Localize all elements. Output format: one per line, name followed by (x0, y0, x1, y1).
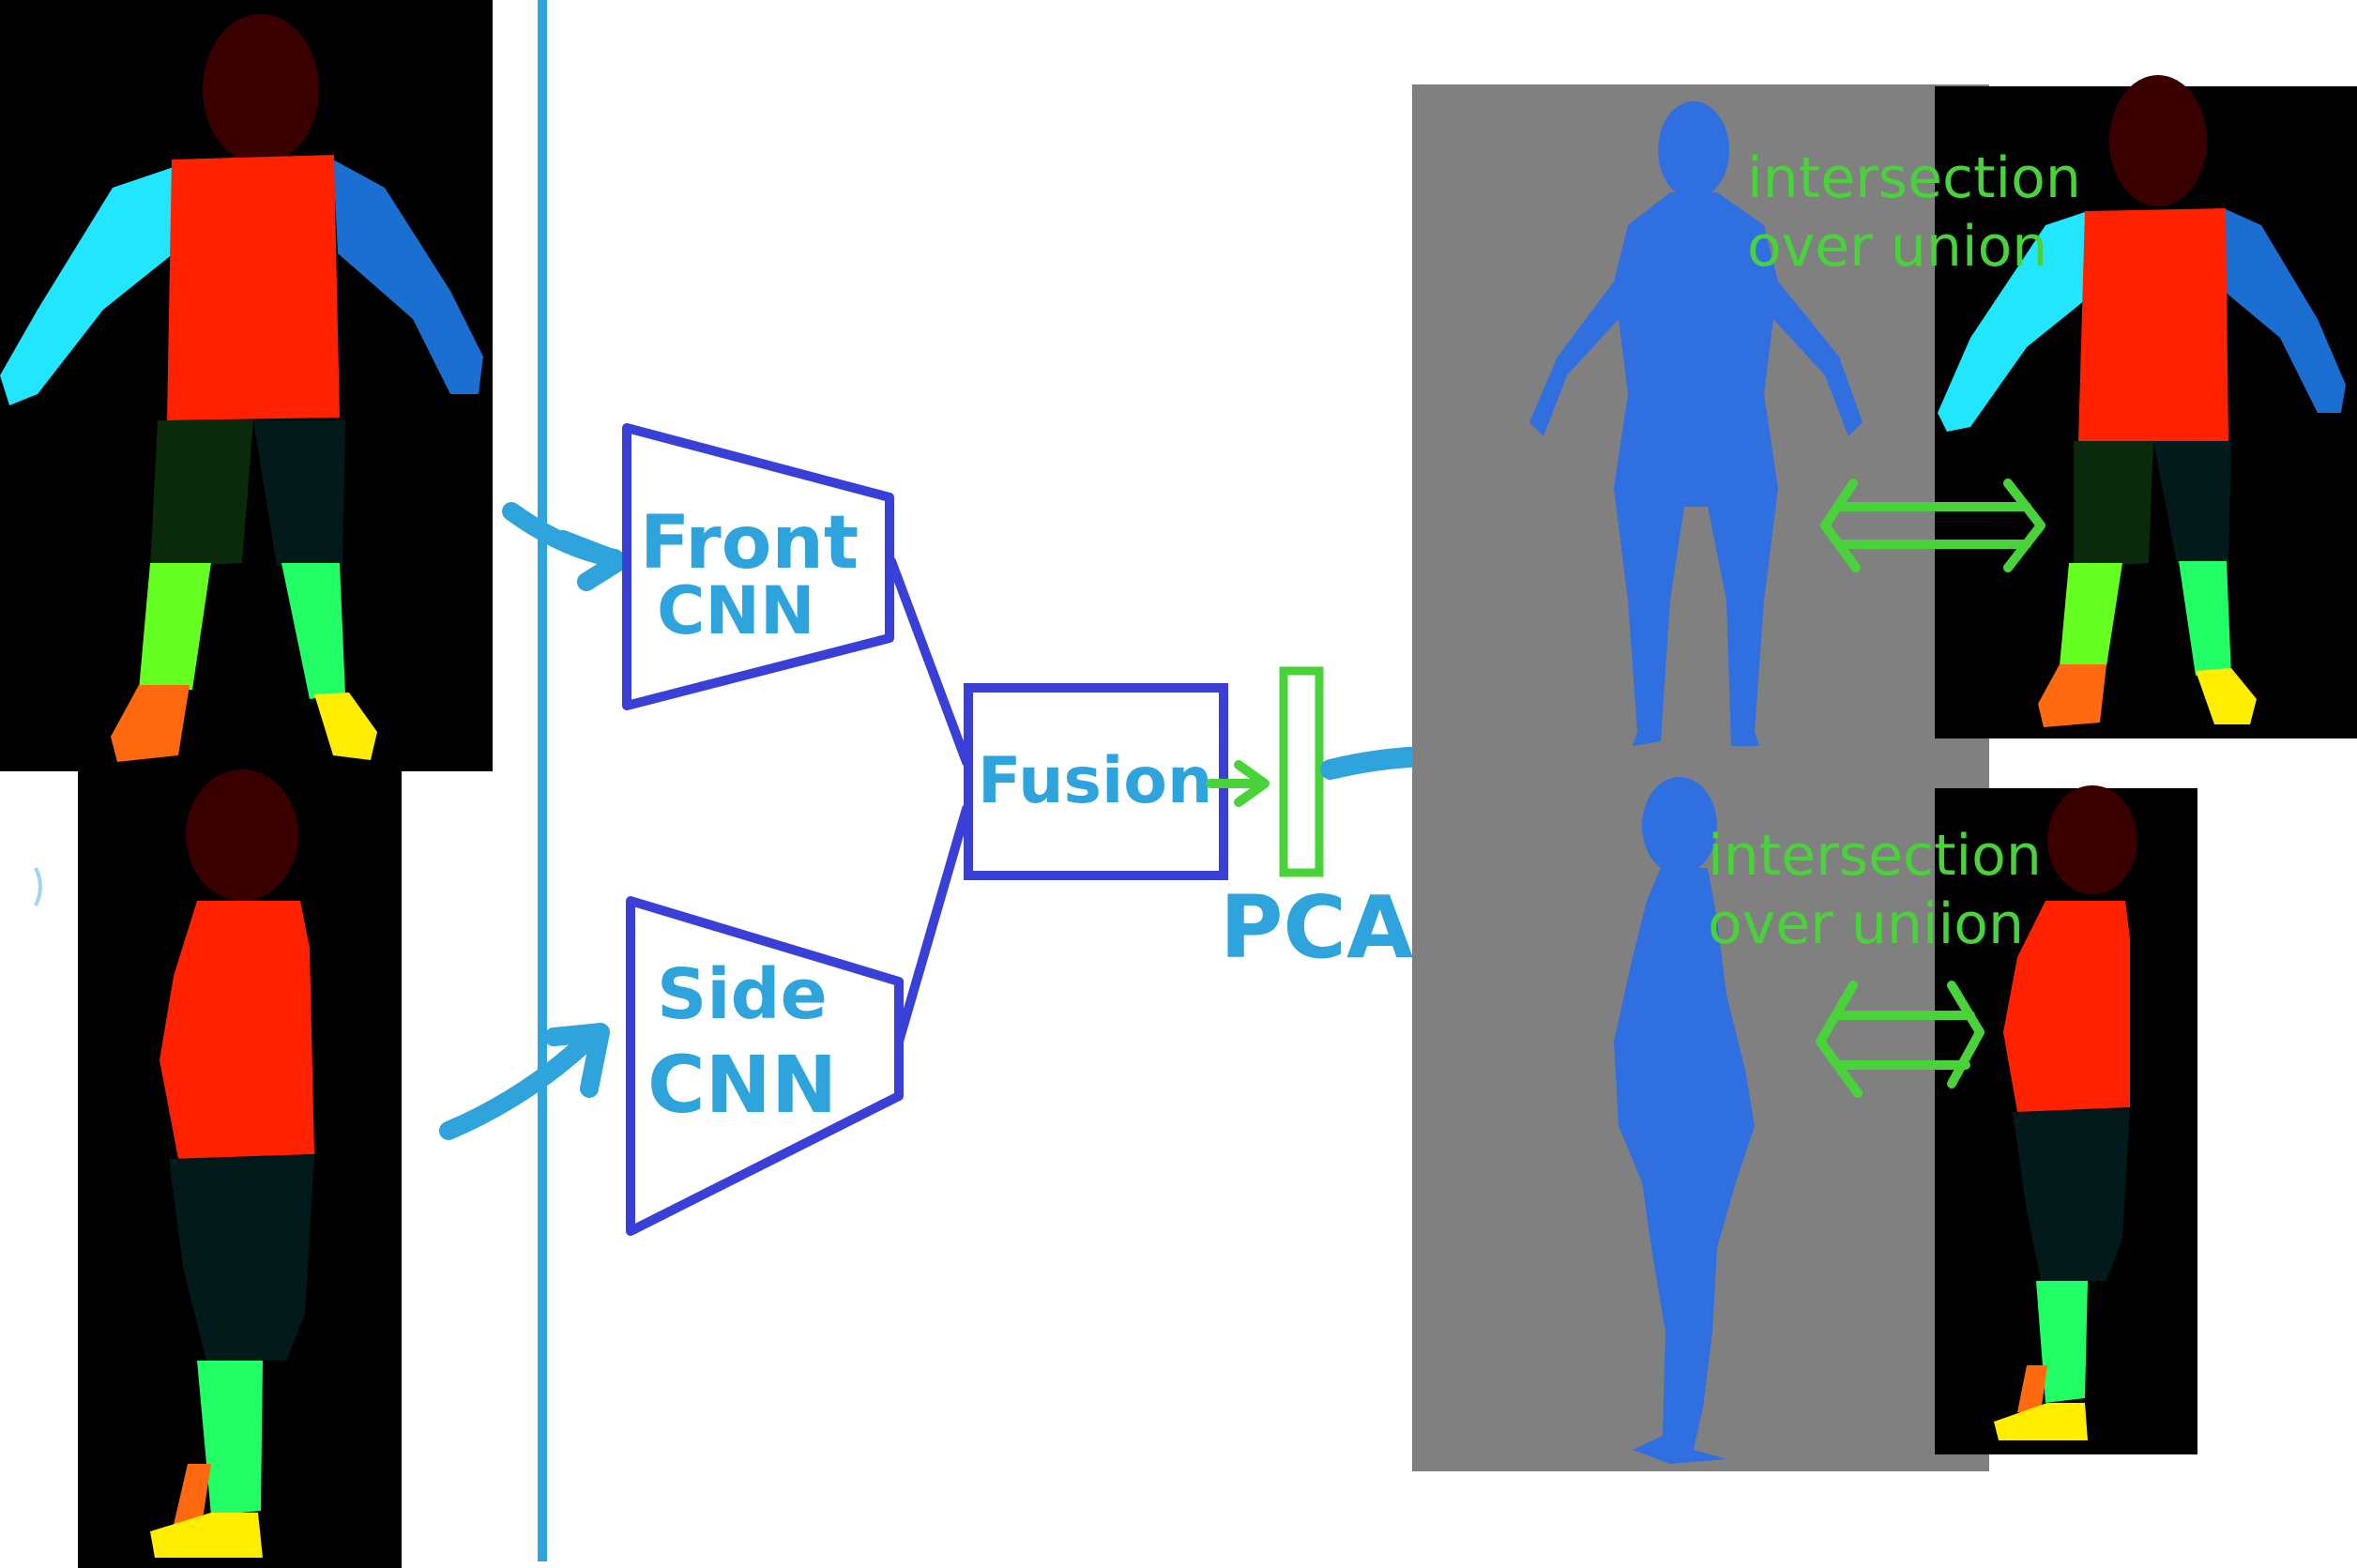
side-cnn-label-line2: CNN (647, 1039, 837, 1131)
side-silhouette-input (78, 769, 402, 1568)
front-iou-double-arrow (1820, 479, 2045, 572)
fusion-block: Fusion (964, 683, 1228, 880)
cnn-to-fusion-lines (887, 556, 971, 1046)
pca-label: PCA (1220, 877, 1413, 978)
front-iou-label-line1: intersection (1747, 145, 2081, 211)
front-input-arrow (502, 502, 629, 591)
front-iou-annotation: intersection over union (1747, 145, 2081, 572)
side-mesh (1614, 777, 1755, 1464)
pca-vector (1279, 666, 1324, 877)
front-cnn-block: Front CNN (622, 423, 894, 710)
front-silhouette-input (0, 0, 493, 771)
front-silhouette-target (1935, 75, 2357, 738)
front-cnn-label-line1: Front (640, 501, 859, 586)
front-cnn-label-line2: CNN (657, 572, 815, 649)
fusion-to-pca-arrow (1206, 760, 1270, 807)
side-input-arrow (439, 1023, 610, 1140)
side-iou-label-line2: over uniion (1708, 891, 2024, 957)
side-iou-annotation: intersection over uniion (1708, 823, 2042, 1098)
side-silhouette-target (1935, 785, 2197, 1454)
side-iou-double-arrow (1816, 981, 1984, 1098)
front-iou-label-line2: over union (1747, 214, 2047, 280)
fusion-label: Fusion (978, 744, 1212, 818)
front-mesh (1529, 101, 1863, 746)
side-iou-label-line1: intersection (1708, 823, 2042, 889)
stray-mark (34, 867, 42, 906)
side-cnn-block: Side CNN (626, 896, 904, 1236)
side-cnn-label-line1: Side (657, 954, 828, 1035)
